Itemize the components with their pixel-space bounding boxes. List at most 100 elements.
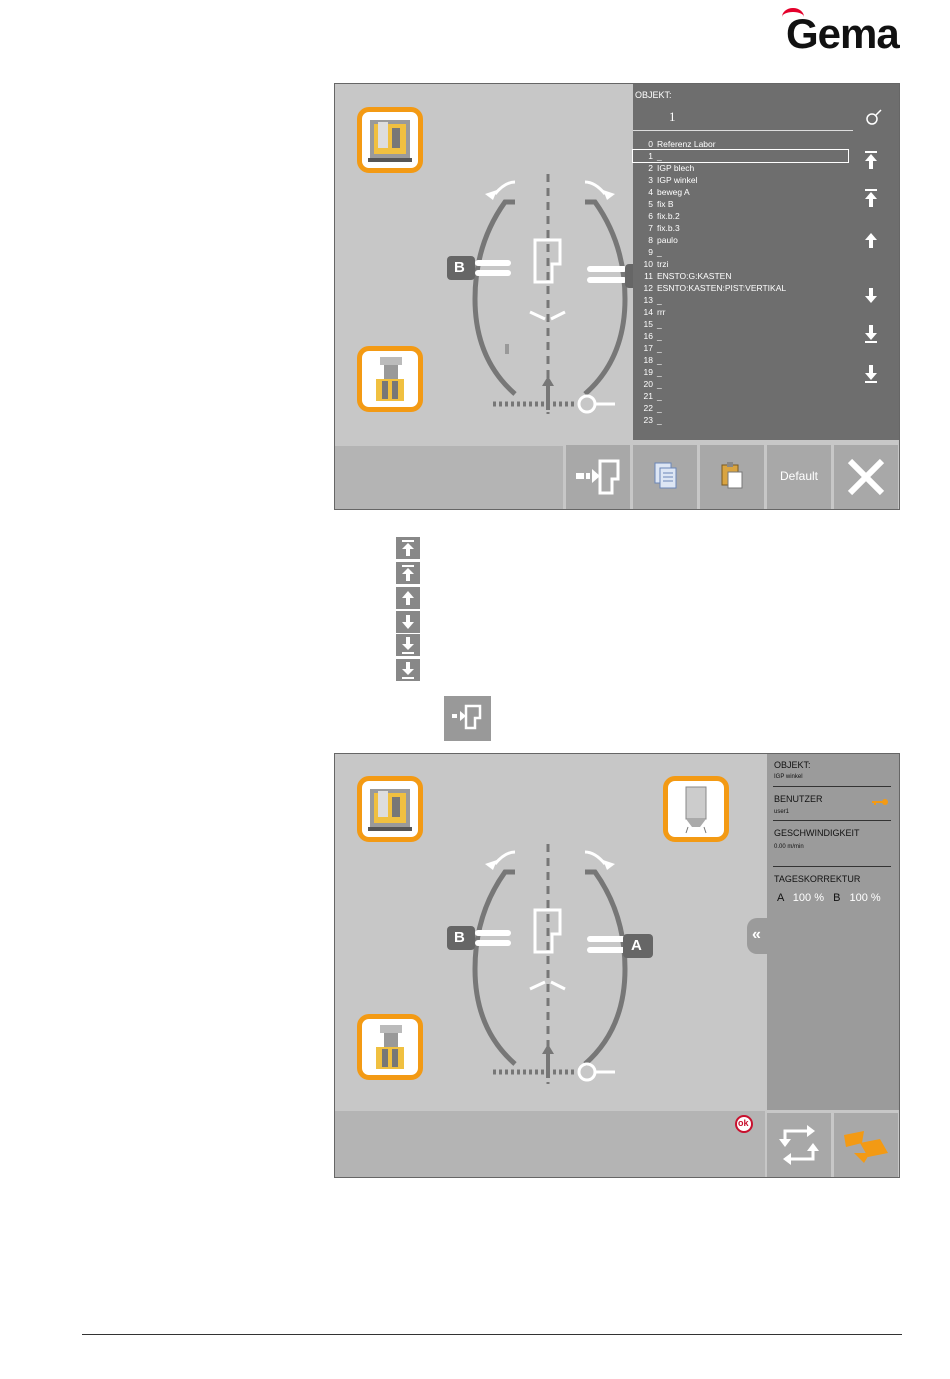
search-icon[interactable] <box>865 108 883 131</box>
list-item-number: 22 <box>643 403 653 413</box>
list-item[interactable]: 2 IGP blech <box>633 162 848 174</box>
list-item-number: 10 <box>643 259 653 269</box>
objekt-value: IGP winkel <box>774 774 803 780</box>
list-item[interactable]: 16_ <box>633 330 848 342</box>
object-header: OBJEKT: <box>635 90 672 100</box>
list-item-number: 7 <box>648 223 653 233</box>
list-item[interactable]: 17_ <box>633 342 848 354</box>
filter-unit-icon[interactable] <box>663 776 729 842</box>
list-item[interactable]: 13_ <box>633 294 848 306</box>
gun-b-label: B <box>454 259 465 276</box>
page-up-icon[interactable] <box>863 188 879 208</box>
list-item[interactable]: 22_ <box>633 402 848 414</box>
collapse-panel-button[interactable]: « <box>747 918 769 954</box>
list-item[interactable]: 18_ <box>633 354 848 366</box>
paste-icon <box>721 462 743 489</box>
refresh-icon <box>779 1125 819 1165</box>
page-down-icon[interactable] <box>863 324 879 344</box>
close-button[interactable] <box>834 445 898 509</box>
list-item-name: _ <box>657 331 662 341</box>
gun-a-nozzle-upper <box>587 936 627 942</box>
list-item-name: _ <box>657 367 662 377</box>
object-number-value[interactable]: 1 <box>669 109 676 124</box>
gun-b-nozzle-upper <box>475 260 511 266</box>
gun-b-badge[interactable]: B <box>447 926 475 950</box>
main-screen: B A « OBJEKT: IGP winkel BENUTZER user1 … <box>334 753 900 1178</box>
gun-b-badge[interactable]: B <box>447 256 475 280</box>
refresh-button[interactable] <box>767 1113 831 1177</box>
list-item-name: _ <box>657 391 662 401</box>
list-item-name: ENSTO:G:KASTEN <box>657 271 732 281</box>
list-item-number: 3 <box>648 175 653 185</box>
status-panel: OBJEKT: IGP winkel BENUTZER user1 GESCHW… <box>767 754 899 1110</box>
booth-icon[interactable] <box>357 776 423 842</box>
list-item-name: paulo <box>657 235 678 245</box>
booth-icon[interactable] <box>357 107 423 173</box>
list-item-number: 9 <box>648 247 653 257</box>
list-item-name: _ <box>657 151 662 161</box>
load-object-button[interactable] <box>566 445 630 509</box>
key-icon[interactable] <box>871 794 889 812</box>
header-divider <box>633 130 853 131</box>
list-item[interactable]: 23 _ <box>633 414 848 426</box>
gun-b-nozzle-lower <box>475 270 511 276</box>
list-item-number: 17 <box>643 343 653 353</box>
gun-b-nozzle-upper <box>475 930 511 936</box>
list-item-number: 23 <box>643 415 653 425</box>
gema-logo: Gema <box>782 6 902 57</box>
list-item[interactable]: 15 _ <box>633 318 848 330</box>
collapse-icon: « <box>752 926 761 943</box>
list-item-number: 15 <box>643 319 653 329</box>
gun-settings-button[interactable] <box>834 1113 898 1177</box>
list-item-name: fix.b.3 <box>657 223 680 233</box>
korr-a-label: A <box>777 892 784 904</box>
list-item-name: Referenz Labor <box>657 139 716 149</box>
list-item-number: 20 <box>643 379 653 389</box>
move-to-top-icon[interactable] <box>863 150 879 170</box>
korr-a-value[interactable]: 100 % <box>792 892 824 904</box>
speed-label: GESCHWINDIGKEIT <box>774 828 860 838</box>
list-item[interactable]: 7 fix.b.3 <box>633 222 848 234</box>
list-item-number: 8 <box>648 235 653 245</box>
divider <box>773 786 891 787</box>
divider <box>773 866 891 867</box>
cyclone-unit-icon[interactable] <box>357 1014 423 1080</box>
list-item-name: ESNTO:KASTEN:PIST:VERTIKAL <box>657 283 787 293</box>
move-to-bottom-icon[interactable] <box>863 364 879 384</box>
legend-load-object-icon <box>444 696 491 741</box>
gun-a-badge[interactable]: A <box>623 934 653 958</box>
bottom-toolbar: ok <box>335 1111 899 1177</box>
list-item[interactable]: 1_ <box>632 149 849 163</box>
list-item-number: 5 <box>648 199 653 209</box>
list-item[interactable]: 9_ <box>633 246 848 258</box>
list-item-name: fix.b.2 <box>657 211 680 221</box>
korr-b-value[interactable]: 100 % <box>849 892 881 904</box>
list-item[interactable]: 21_ <box>633 390 848 402</box>
ok-status-icon[interactable]: ok <box>735 1115 753 1133</box>
korr-b-label: B <box>833 892 841 904</box>
cyclone-unit-icon[interactable] <box>357 346 423 412</box>
arrow-down-icon[interactable] <box>863 286 879 306</box>
default-button[interactable]: Default <box>767 445 831 509</box>
list-item[interactable]: 19_ <box>633 366 848 378</box>
list-item[interactable]: 20_ <box>633 378 848 390</box>
gun-a-label: A <box>631 937 642 954</box>
list-item-name: _ <box>657 415 662 425</box>
list-item-name: IGP blech <box>657 163 695 173</box>
list-item-name: _ <box>657 319 662 329</box>
paste-button[interactable] <box>700 445 764 509</box>
copy-button[interactable] <box>633 445 697 509</box>
arrow-up-icon[interactable] <box>863 230 879 250</box>
message-area <box>335 446 563 509</box>
list-item[interactable]: 8 paulo <box>633 234 848 246</box>
list-item-number: 2 <box>648 163 653 173</box>
